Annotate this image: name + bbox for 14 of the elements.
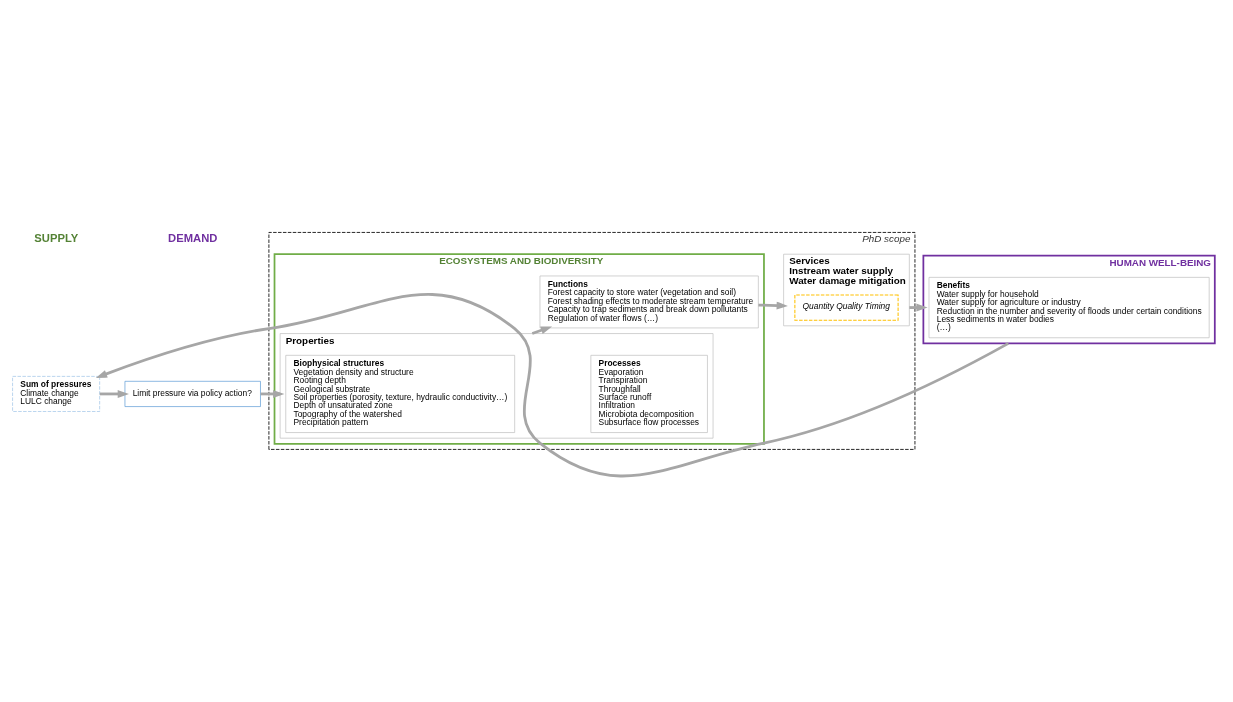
node-box: Sum of pressures Climate change LULC change <box>12 375 100 412</box>
label: SUPPLY <box>34 231 79 244</box>
node-box: Processes Evaporation Transpiration Throughfall Surface runoff Infiltration Microbiota decomposition Subsurface flow processes <box>590 354 708 433</box>
arrow <box>531 325 553 335</box>
node-box: Biophysical structures Vegetation density and structure Rooting depth Geological substrate Soil properties (porosity, texture, hydraulic conductivity…) Depth of unsaturated zone Topography of the watershed Precipitation pattern <box>285 354 516 433</box>
label: DEMAND <box>168 231 218 244</box>
node-box: Benefits Water supply for household Water supply for agriculture or industry Reduction in the number and severity of floods under certain conditions Less sediments in water bodies (…) <box>928 276 1210 338</box>
arrow <box>758 301 788 310</box>
node-box: Quantity Quality Timing <box>794 293 899 321</box>
arrow <box>95 292 1010 477</box>
arrow <box>99 389 129 398</box>
node-box: Functions Forest capacity to store water (vegetation and soil) Forest shading effects to moderate stream temperature Capacity to trap sediments and break down pollutants Regulation of water flows (…) <box>539 275 759 328</box>
arrow <box>260 389 285 398</box>
node-box: Limit pressure via policy action? <box>124 380 261 407</box>
